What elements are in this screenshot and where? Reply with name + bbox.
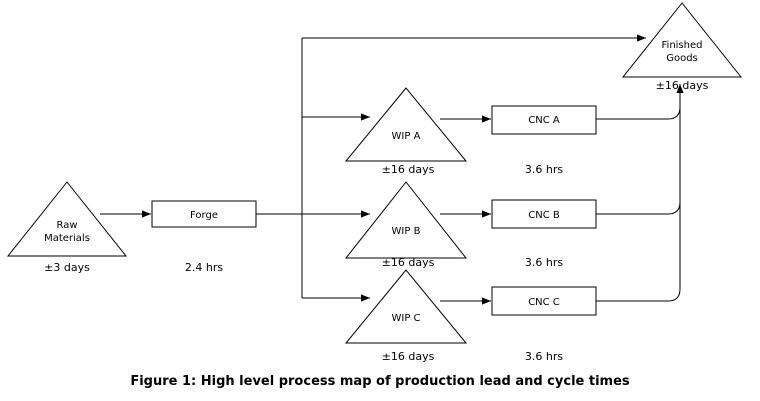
- cnc-b-box: [491, 199, 597, 229]
- cnc-a-box: [491, 105, 597, 135]
- cnc-b-time: 3.6 hrs: [525, 256, 563, 269]
- edge-cnc-c-to-finished: [596, 84, 684, 302]
- figure-caption: Figure 1: High level process map of prod…: [130, 374, 630, 389]
- cnc-b-label: CNC B: [528, 210, 560, 221]
- cnc-c-box: [491, 286, 597, 316]
- cnc-a-time: 3.6 hrs: [525, 163, 563, 176]
- finished-goods-label-line1: Finished: [662, 40, 703, 51]
- wip-c-triangle: [344, 269, 468, 344]
- wip-a-label: WIP A: [392, 131, 421, 142]
- finished-goods-label-line2: Goods: [666, 53, 698, 64]
- forge-time: 2.4 hrs: [185, 261, 223, 274]
- finished-goods-time: ±16 days: [656, 79, 709, 92]
- forge-label: Forge: [190, 210, 218, 221]
- cnc-c-time: 3.6 hrs: [525, 350, 563, 363]
- wip-a-triangle: [344, 87, 468, 162]
- raw-materials-label-line2: Materials: [44, 233, 90, 244]
- forge-box: [151, 200, 257, 228]
- cnc-a-label: CNC A: [528, 115, 560, 126]
- raw-materials-time: ±3 days: [44, 261, 90, 274]
- cnc-c-label: CNC C: [528, 297, 560, 308]
- wip-b-label: WIP B: [392, 226, 421, 237]
- wip-c-time: ±16 days: [382, 350, 435, 363]
- wip-c-label: WIP C: [391, 313, 420, 324]
- raw-materials-label-line1: Raw: [56, 220, 77, 231]
- edge-cnc-b-to-finished: [596, 107, 681, 215]
- finished-goods-triangle: [621, 2, 743, 78]
- raw-materials-triangle: [6, 181, 128, 257]
- wip-a-time: ±16 days: [382, 163, 435, 176]
- wip-b-triangle: [344, 181, 468, 259]
- wip-b-time: ±16 days: [382, 256, 435, 269]
